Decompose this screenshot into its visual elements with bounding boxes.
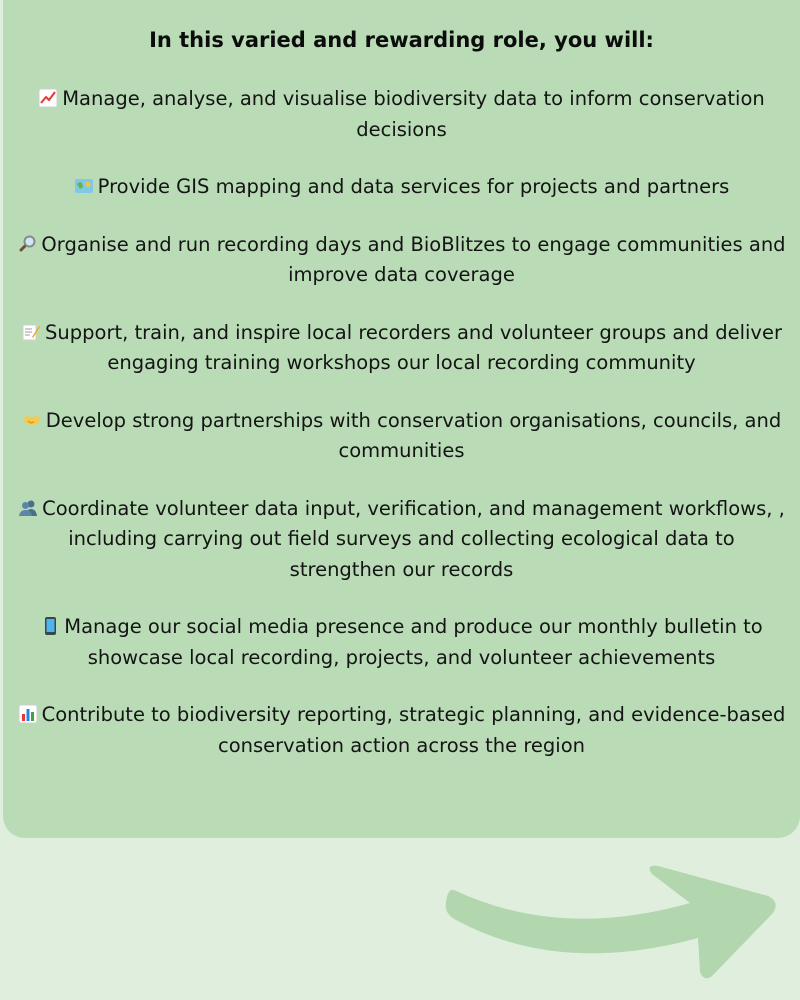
decorative-arrow bbox=[445, 865, 776, 979]
mobile-phone-icon bbox=[40, 616, 60, 636]
list-item: Contribute to biodiversity reporting, st… bbox=[17, 700, 786, 761]
responsibilities-card: In this varied and rewarding role, you w… bbox=[3, 0, 800, 838]
item-text: Manage our social media presence and pro… bbox=[64, 615, 763, 669]
item-text: Support, train, and inspire local record… bbox=[45, 320, 782, 375]
item-text: Contribute to biodiversity reporting, st… bbox=[41, 703, 786, 757]
section-heading: In this varied and rewarding role, you w… bbox=[149, 28, 654, 52]
world-map-icon bbox=[74, 176, 94, 196]
list-item: Organise and run recording days and BioB… bbox=[17, 230, 786, 291]
list-item: Manage our social media presence and pro… bbox=[17, 612, 786, 673]
chart-increasing-icon bbox=[38, 88, 58, 108]
list-item: Provide GIS mapping and data services fo… bbox=[17, 172, 786, 203]
busts-in-silhouette-icon bbox=[18, 498, 38, 518]
bar-chart-icon bbox=[18, 704, 38, 724]
list-item: Develop strong partnerships with conserv… bbox=[17, 406, 786, 467]
handshake-icon bbox=[22, 410, 42, 430]
list-item: Manage, analyse, and visualise biodivers… bbox=[17, 84, 786, 145]
item-text: Manage, analyse, and visualise biodivers… bbox=[62, 87, 765, 141]
item-text: Provide GIS mapping and data services fo… bbox=[97, 175, 730, 198]
item-text: Organise and run recording days and BioB… bbox=[41, 232, 786, 287]
item-text: Develop strong partnerships with conserv… bbox=[45, 408, 782, 463]
magnifying-glass-icon bbox=[17, 234, 37, 254]
item-text: Coordinate volunteer data input, verific… bbox=[42, 496, 785, 581]
list-item: Coordinate volunteer data input, verific… bbox=[17, 494, 786, 586]
memo-icon bbox=[21, 322, 41, 342]
list-item: Support, train, and inspire local record… bbox=[17, 318, 786, 379]
